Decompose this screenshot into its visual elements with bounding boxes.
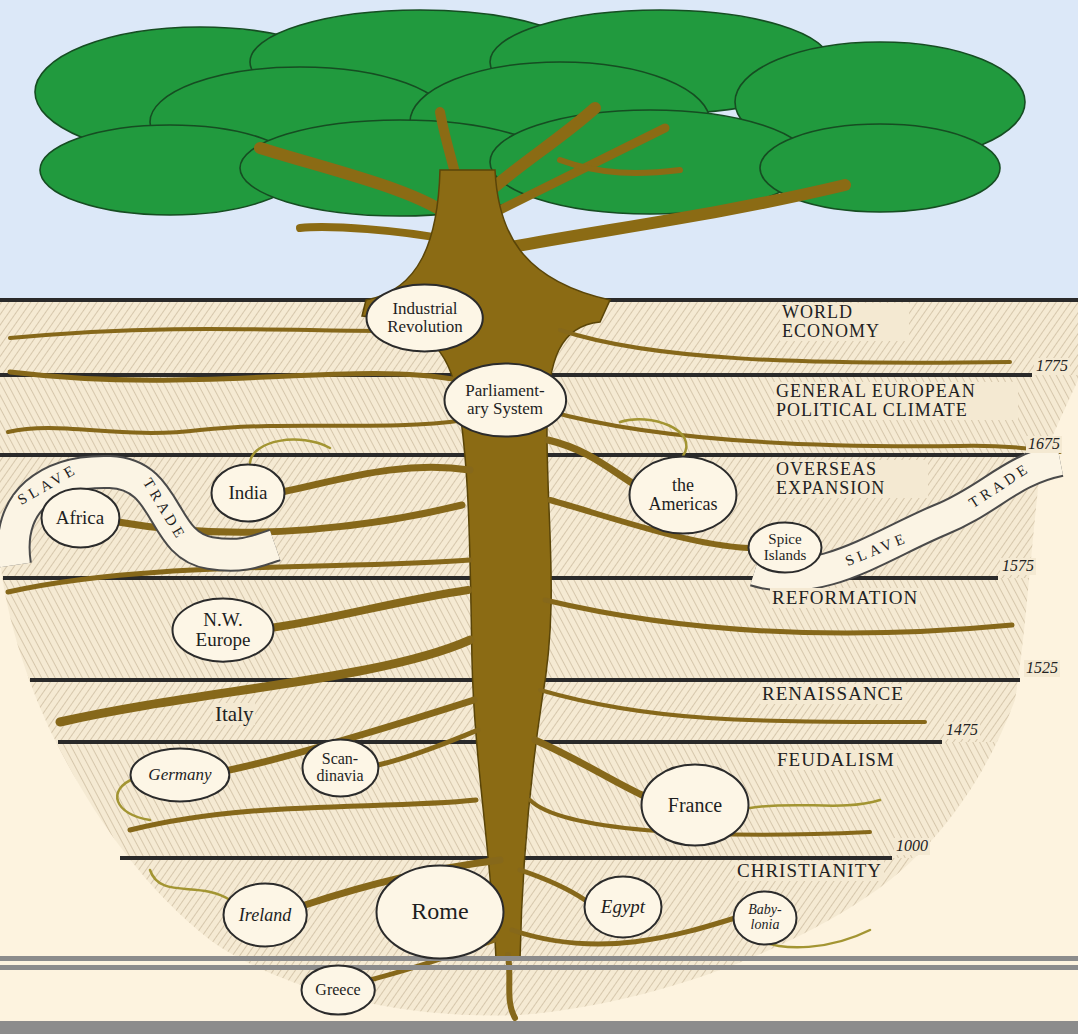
node-text: Baby- lonia — [744, 903, 786, 932]
tree-root — [10, 372, 458, 380]
oval-outline — [131, 749, 230, 802]
oval-outline — [301, 966, 374, 1015]
oval-outline — [41, 489, 119, 548]
tree-canopy — [35, 10, 1025, 216]
scan-bar — [0, 956, 1078, 1034]
oval-outline — [377, 866, 504, 959]
oval-node: Scan- dinavia — [301, 738, 380, 798]
era-label: OVERSEAS EXPANSION — [774, 460, 928, 498]
oval-outline — [212, 465, 285, 522]
ground-strata — [0, 742, 1078, 858]
trade-ribbon — [755, 460, 1060, 575]
tree-branch — [480, 108, 595, 200]
ground-strata — [0, 858, 1078, 1034]
tree-root — [535, 740, 642, 795]
oval-outline — [173, 598, 274, 661]
node-text: the Americas — [647, 476, 719, 514]
tree-root — [60, 640, 470, 722]
tree-root — [282, 467, 470, 492]
oval-node: Ireland — [222, 882, 308, 948]
root-tendril — [150, 870, 230, 900]
oval-node: Africa — [40, 487, 121, 549]
year-label: 1000 — [894, 838, 930, 855]
oval-outline — [223, 884, 306, 947]
node-text: Africa — [56, 508, 105, 528]
tree-root — [508, 955, 515, 1018]
oval-node: Greece — [300, 964, 376, 1016]
era-label: REFORMATION — [770, 588, 920, 608]
node-text: India — [228, 483, 267, 503]
scan-bar — [0, 1021, 1078, 1034]
oval-node: Germany — [129, 747, 231, 803]
tree-branch — [495, 185, 845, 250]
tree-root — [8, 420, 465, 433]
tree-root — [548, 440, 640, 488]
oval-outline — [642, 765, 749, 846]
node-text: Ireland — [239, 906, 291, 925]
tree-branch — [260, 148, 455, 220]
root-tendril — [250, 440, 330, 463]
year-label: 1775 — [1034, 358, 1070, 375]
node-text: Rome — [411, 899, 468, 924]
oval-node: Rome — [375, 864, 505, 960]
region-label: Italy — [213, 703, 255, 725]
tree-branch — [260, 108, 845, 250]
tree-root — [520, 870, 585, 900]
scan-bar — [0, 956, 1078, 961]
oval-node: Parliament- ary System — [443, 362, 568, 438]
node-text: Egypt — [601, 897, 645, 917]
oval-outline — [585, 877, 662, 938]
ribbon-label: TRADE — [965, 459, 1036, 513]
tree-branch — [300, 227, 450, 240]
oval-node: Baby- lonia — [732, 890, 798, 946]
node-text: Germany — [148, 766, 211, 784]
oval-outline — [749, 523, 822, 573]
era-label: GENERAL EUROPEAN POLITICAL CLIMATE — [774, 382, 1018, 420]
scan-bar — [0, 965, 1078, 970]
node-text: Scan- dinavia — [312, 751, 368, 785]
ribbon-label: SLAVE — [841, 530, 912, 571]
ribbon-label: TRADE — [138, 474, 190, 546]
oval-outline — [367, 285, 483, 352]
oval-node: India — [210, 463, 286, 523]
node-text: Industrial Revolution — [379, 300, 471, 336]
trade-ribbon — [14, 460, 1060, 575]
node-text: N.W. Europe — [183, 610, 263, 650]
oval-outline — [444, 364, 566, 437]
oval-node: Industrial Revolution — [365, 283, 484, 353]
tree-root — [270, 590, 468, 628]
era-label: RENAISSANCE — [760, 684, 906, 704]
node-text: Greece — [315, 982, 360, 999]
tree-branch — [560, 160, 680, 173]
era-label: CHRISTIANITY — [735, 861, 884, 881]
node-text: France — [668, 795, 722, 816]
oval-outline — [630, 457, 737, 534]
node-text: Parliament- ary System — [457, 382, 553, 418]
era-label: WORLD ECONOMY — [780, 303, 909, 341]
year-label: 1675 — [1026, 436, 1062, 453]
root-tendril — [620, 419, 686, 456]
tree-root — [378, 730, 478, 765]
oval-node: Egypt — [583, 875, 663, 939]
sky — [0, 0, 1078, 300]
oval-node: the Americas — [628, 455, 738, 535]
year-label: 1575 — [1000, 558, 1036, 575]
oval-outline — [302, 740, 378, 797]
year-label: 1475 — [944, 722, 980, 739]
era-label: FEUDALISM — [775, 750, 897, 770]
oval-node: Spice Islands — [747, 521, 823, 574]
trade-ribbon — [755, 460, 1060, 575]
oval-node: France — [640, 763, 750, 847]
root-tendril — [750, 800, 880, 808]
tree-root — [8, 329, 1060, 1018]
oval-outline — [734, 892, 797, 945]
node-text: Spice Islands — [758, 532, 812, 564]
tree-root — [130, 800, 476, 830]
year-label: 1525 — [1024, 660, 1060, 677]
oval-node: N.W. Europe — [171, 597, 275, 663]
